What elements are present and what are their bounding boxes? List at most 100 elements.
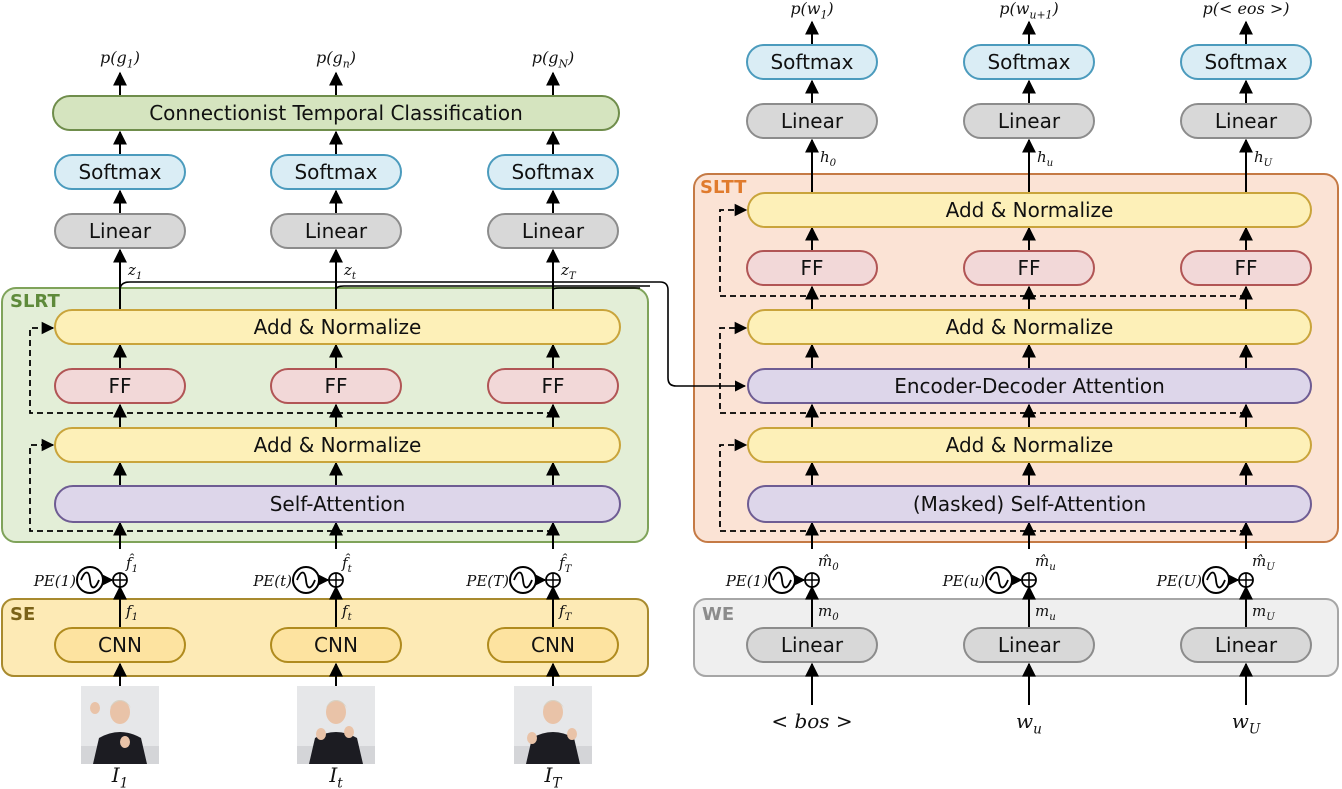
slrt-self-attention — [54, 485, 621, 523]
sltt-output-prob: p(w1) — [790, 0, 833, 21]
frame-label: IT — [544, 763, 563, 789]
frame-label: I1 — [111, 763, 129, 789]
sltt-masked-self-attention — [747, 485, 1312, 523]
ctc-box — [52, 95, 620, 131]
slrt-linear-box — [270, 213, 402, 249]
slrt-cnn-box — [487, 627, 619, 663]
slrt-output-prob: p(gn) — [316, 48, 356, 70]
slrt-output-prob: p(g1) — [100, 48, 140, 70]
slrt-addnorm-bottom — [54, 427, 621, 463]
sltt-ff-box — [963, 250, 1095, 286]
sltt-residual-3 — [719, 203, 1246, 297]
sltt-mhat-label: m̂U — [1252, 552, 1275, 573]
slrt-softmax-box — [270, 154, 402, 190]
sltt-softmax-box — [1180, 44, 1312, 80]
sltt-addnorm-mid — [747, 309, 1312, 345]
sltt-output-prob: p(< eos >) — [1202, 0, 1289, 18]
sltt-addnorm-bottom — [747, 427, 1312, 463]
slrt-f-label: ft — [341, 602, 353, 623]
sltt-linear-box — [963, 103, 1095, 139]
slrt-ff-box-label: FF — [324, 374, 347, 398]
slrt-ff-box — [54, 368, 186, 404]
sltt-softmax-box-label: Softmax — [1204, 50, 1287, 74]
sltt-linear-box — [746, 103, 878, 139]
slrt-fhat-label: f̂1 — [125, 554, 138, 575]
sltt-output-prob: p(wu+1) — [999, 0, 1058, 21]
slrt-linear-box-label: Linear — [522, 219, 585, 243]
sltt-enc-dec-attention — [747, 368, 1312, 404]
slrt-f-label: fT — [558, 602, 573, 623]
slrt-f-label: f1 — [125, 602, 138, 623]
slrt-addnorm-top — [54, 309, 621, 345]
sign-frame-image — [81, 686, 159, 764]
we-linear-box-label: Linear — [781, 633, 844, 657]
sltt-addnorm-bottom-label: Add & Normalize — [946, 433, 1114, 457]
sltt-ff-box — [1180, 250, 1312, 286]
sltt-mhat-label: m̂u — [1035, 552, 1056, 573]
slrt-region — [1, 287, 649, 543]
we-linear-box — [963, 627, 1095, 663]
we-linear-box-label: Linear — [998, 633, 1061, 657]
se-section-label: SE — [10, 604, 35, 625]
we-section-label: WE — [702, 604, 734, 625]
sltt-enc-dec-attention-label: Encoder-Decoder Attention — [894, 374, 1165, 398]
slrt-ff-box — [270, 368, 402, 404]
slrt-addnorm-bottom-label: Add & Normalize — [254, 433, 422, 457]
sltt-addnorm-mid-label: Add & Normalize — [946, 315, 1114, 339]
sltt-softmax-box-label: Softmax — [770, 50, 853, 74]
sltt-softmax-box — [746, 44, 878, 80]
sltt-addnorm-top — [747, 192, 1312, 228]
sltt-linear-box-label: Linear — [1215, 109, 1278, 133]
sltt-pe-label: PE(u) — [942, 572, 986, 590]
sltt-h-label: hu — [1037, 148, 1053, 169]
encoder-output-route — [552, 287, 640, 291]
slrt-section-label: SLRT — [10, 291, 60, 312]
encoder-output-route — [119, 281, 747, 392]
sltt-h-label: h0 — [820, 148, 837, 169]
slrt-output-prob: p(gN) — [532, 48, 575, 70]
sltt-masked-self-attention-label: (Masked) Self-Attention — [913, 492, 1146, 516]
slrt-cnn-box-label: CNN — [314, 633, 358, 657]
slrt-softmax-box-label: Softmax — [294, 160, 377, 184]
slrt-self-attention-label: Self-Attention — [270, 492, 406, 516]
sltt-section-label: SLTT — [700, 177, 747, 198]
slrt-pe-label: PE(t) — [252, 572, 292, 590]
sltt-h-label: hU — [1254, 148, 1273, 169]
sltt-pe-label: PE(U) — [1156, 572, 1203, 590]
sltt-pe-label: PE(1) — [725, 572, 768, 590]
sltt-addnorm-top-label: Add & Normalize — [946, 198, 1114, 222]
decoder-input-token: < bos > — [771, 709, 852, 733]
we-linear-box-label: Linear — [1215, 633, 1278, 657]
sltt-mhat-label: m̂0 — [818, 552, 839, 573]
slrt-linear-box — [54, 213, 186, 249]
sltt-m-label: m0 — [818, 602, 839, 623]
we-linear-box — [1180, 627, 1312, 663]
slrt-z-label: zT — [560, 261, 577, 282]
sltt-linear-box-label: Linear — [998, 109, 1061, 133]
slrt-residual-2 — [29, 321, 553, 414]
sltt-residual-1 — [719, 438, 1246, 532]
frame-label: It — [328, 763, 343, 789]
sltt-softmax-box-label: Softmax — [987, 50, 1070, 74]
sltt-ff-box-label: FF — [800, 256, 823, 280]
sign-frame-image — [297, 686, 375, 764]
slrt-softmax-box-label: Softmax — [78, 160, 161, 184]
slrt-z-label: z1 — [127, 261, 142, 282]
slrt-z-label: zt — [343, 261, 357, 282]
slrt-softmax-box — [54, 154, 186, 190]
slrt-residual-1 — [29, 438, 553, 532]
sltt-ff-box-label: FF — [1234, 256, 1257, 280]
slrt-softmax-box — [487, 154, 619, 190]
decoder-input-token: wu — [1016, 709, 1042, 738]
slrt-cnn-box-label: CNN — [98, 633, 142, 657]
slrt-pe-label: PE(1) — [33, 572, 76, 590]
slrt-cnn-box-label: CNN — [531, 633, 575, 657]
slrt-cnn-box — [270, 627, 402, 663]
slrt-fhat-label: f̂t — [341, 554, 353, 575]
slrt-pe-label: PE(T) — [465, 572, 509, 590]
sltt-ff-box-label: FF — [1017, 256, 1040, 280]
sltt-residual-2 — [719, 321, 1246, 414]
we-linear-box — [746, 627, 878, 663]
slrt-softmax-box-label: Softmax — [511, 160, 594, 184]
